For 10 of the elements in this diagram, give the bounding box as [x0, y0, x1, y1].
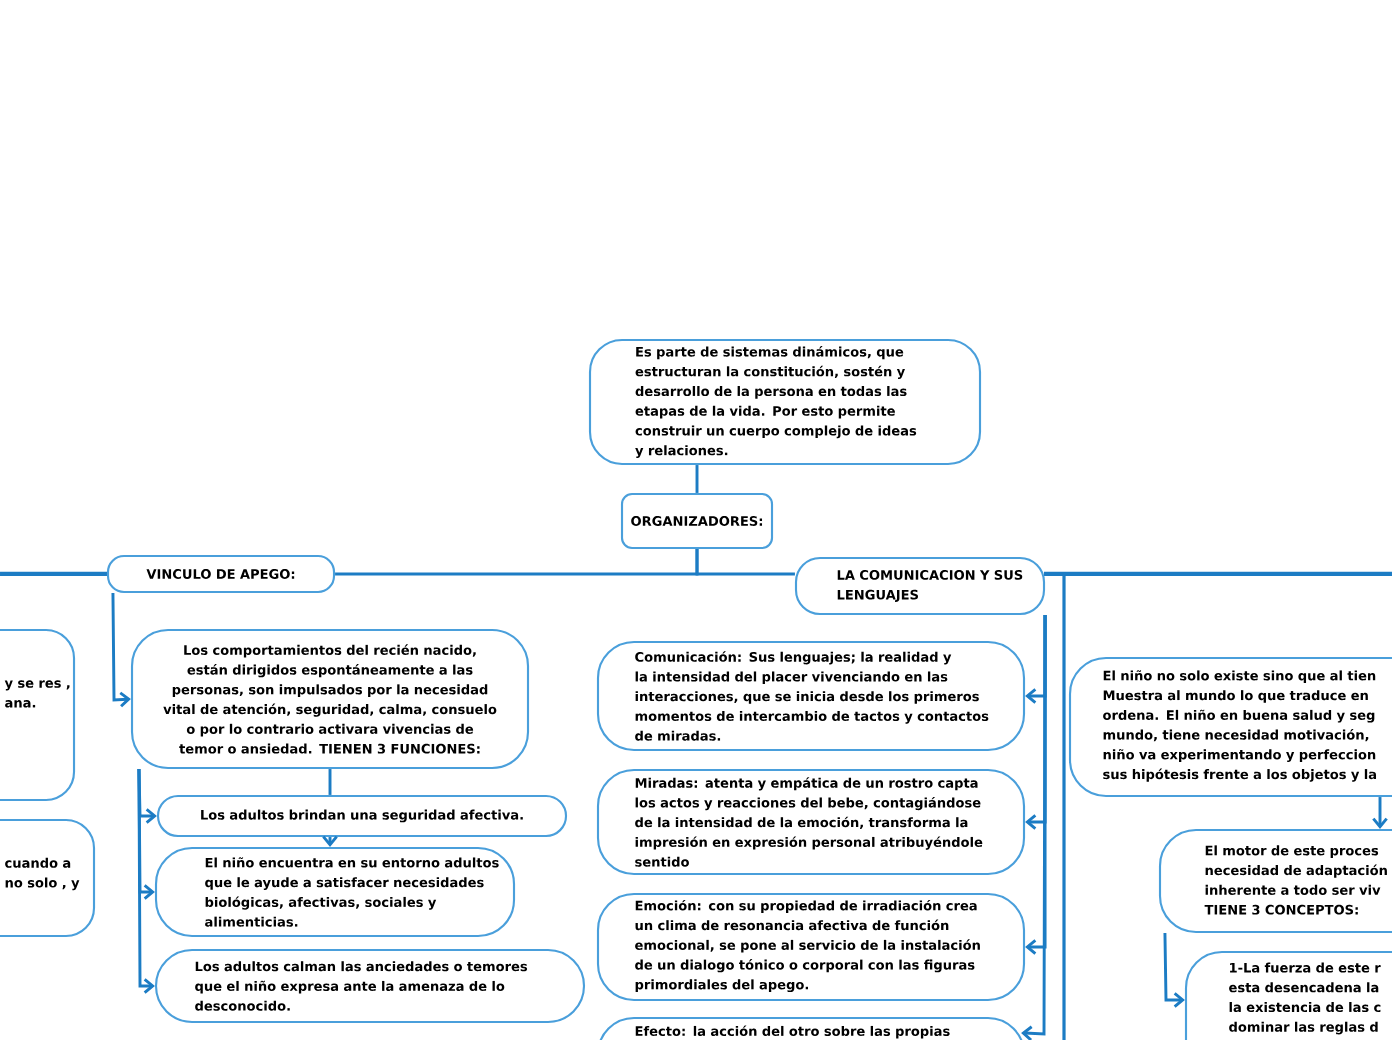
- connector: [695, 549, 795, 576]
- connector: [1021, 615, 1047, 1040]
- connector: [695, 465, 699, 493]
- connector: [328, 769, 332, 795]
- connector: [137, 769, 157, 824]
- connector: [111, 593, 131, 708]
- connector: [137, 769, 155, 994]
- connector: [1163, 933, 1185, 1008]
- connector: [1372, 797, 1388, 829]
- connector: [322, 835, 338, 847]
